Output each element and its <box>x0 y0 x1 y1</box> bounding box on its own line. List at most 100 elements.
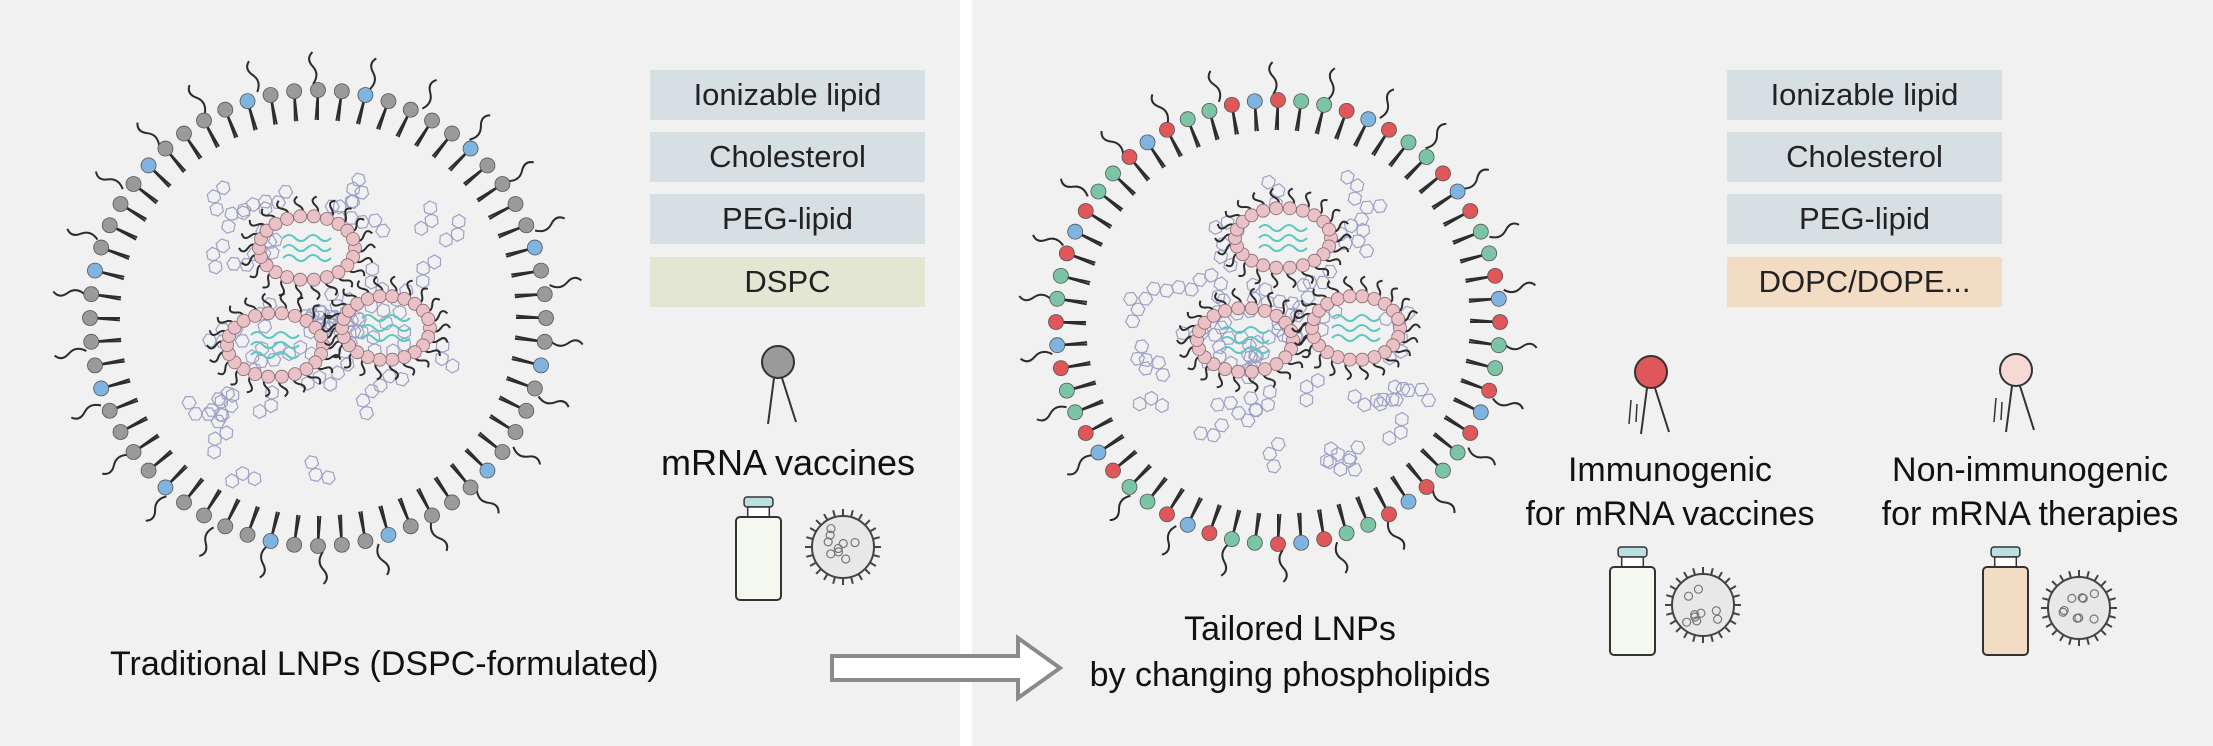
lipid-tail <box>1425 122 1447 150</box>
cholesterol-ring <box>1134 339 1150 354</box>
lipid-head <box>112 424 129 440</box>
micelle-head <box>1342 289 1357 304</box>
virus-spike <box>1717 571 1723 579</box>
lipid-tail <box>1467 447 1496 466</box>
cholesterol-ring <box>423 200 438 216</box>
virus-spike <box>869 527 877 533</box>
cholesterol-molecule <box>1262 436 1286 474</box>
cholesterol-ring <box>1347 462 1363 477</box>
virus-rna <box>1690 609 1700 620</box>
lipid-head <box>87 357 103 374</box>
cholesterol-molecule <box>206 180 231 217</box>
micelle-head <box>1231 364 1246 379</box>
vial-icon <box>1982 546 2029 656</box>
lipid-head <box>462 479 479 496</box>
cholesterol-ring <box>1347 190 1363 207</box>
micelle-head <box>314 329 328 343</box>
cholesterol-ring <box>1400 305 1416 321</box>
cholesterol-ring <box>1138 291 1154 306</box>
cholesterol-ring <box>330 365 346 381</box>
cholesterol-ring <box>427 254 442 270</box>
lipid-head <box>196 112 212 129</box>
cholesterol-ring <box>221 218 236 234</box>
virus-spike <box>2105 622 2113 628</box>
cholesterol-ring <box>209 201 225 217</box>
cholesterol-ring <box>1394 411 1409 428</box>
lipid-head <box>1052 267 1069 284</box>
vial-icon <box>1609 546 1656 656</box>
cholesterol-ring <box>345 194 361 210</box>
lipid-tail <box>1268 61 1278 95</box>
cholesterol-molecule <box>1171 272 1208 297</box>
virus-rna <box>1693 584 1704 594</box>
lipid-head <box>1049 290 1066 307</box>
lipid-head <box>1048 314 1064 330</box>
immunogenic-label: Immunogenic for mRNA vaccines <box>1525 451 1815 533</box>
virus-spike <box>864 568 871 575</box>
micelle-head <box>1282 201 1297 216</box>
lipid-tail <box>318 551 328 585</box>
virus-spike <box>823 513 829 521</box>
lipid-head <box>1400 493 1417 510</box>
cholesterol-ring <box>1203 267 1219 283</box>
cholesterol-molecule <box>1299 372 1325 408</box>
lipid-tail <box>94 171 124 190</box>
virus-spike <box>2068 571 2072 579</box>
right-caption: Tailored LNPs by changing phospholipids <box>1089 610 1491 694</box>
mrna-strand <box>282 234 332 242</box>
lipid-tail <box>259 545 268 579</box>
motion-mark <box>1993 397 1997 423</box>
lipid-head <box>1481 382 1498 399</box>
lipid-tail <box>1066 454 1094 476</box>
micelle-head <box>1269 260 1284 275</box>
lipid-tail <box>534 216 566 233</box>
micelle-head <box>1391 312 1406 326</box>
lipid-tail <box>1161 525 1177 556</box>
mrna-strand <box>1220 326 1270 334</box>
lipid-tail <box>1060 178 1089 197</box>
vial-neck <box>1620 556 1645 568</box>
micelle-head <box>1218 303 1232 318</box>
vial-cap <box>1617 546 1648 558</box>
mrna-strand <box>1258 234 1308 242</box>
virus-rna <box>1713 614 1723 624</box>
virus-spike <box>1675 577 1682 584</box>
cholesterol-ring <box>1130 302 1146 317</box>
cholesterol-ring <box>1357 397 1372 413</box>
virus-spike <box>1666 612 1674 616</box>
cholesterol-ring <box>210 414 226 429</box>
cholesterol-ring <box>1207 327 1223 343</box>
cholesterol-ring <box>1138 361 1154 376</box>
virus-rna <box>2058 607 2068 617</box>
micelle-head <box>1256 203 1270 218</box>
cholesterol-molecule <box>1193 418 1230 443</box>
mrna-strand <box>1331 314 1381 322</box>
cholesterol-ring <box>414 220 429 237</box>
cholesterol-molecule <box>1322 441 1348 477</box>
micelle-head <box>274 306 289 321</box>
cholesterol-ring <box>1122 291 1139 306</box>
lipid-head <box>1472 223 1489 240</box>
mrna-strand <box>1258 224 1308 232</box>
lipid-tail <box>136 122 161 147</box>
lipid-head <box>479 157 496 174</box>
micelle-head <box>261 369 276 384</box>
micelle-head <box>421 312 436 326</box>
cholesterol-ring <box>224 206 240 222</box>
lipid-tail <box>512 446 542 465</box>
cholesterol-ring <box>346 181 361 197</box>
lipid-tail <box>66 228 99 241</box>
micelle-head <box>299 362 314 377</box>
cholesterol-ring <box>1193 426 1209 441</box>
cholesterol-ring <box>397 324 412 340</box>
virus-spike <box>2100 580 2107 587</box>
virus-spike <box>832 510 836 518</box>
micelle-head <box>320 211 334 226</box>
cholesterol-molecule <box>1382 411 1409 446</box>
cholesterol-ring <box>1322 264 1338 279</box>
motion-mark <box>2000 401 2003 421</box>
virus-spike <box>2051 629 2058 636</box>
lipid-head <box>176 494 192 511</box>
lipid-head <box>1487 360 1504 377</box>
lipid-tail <box>368 57 377 91</box>
